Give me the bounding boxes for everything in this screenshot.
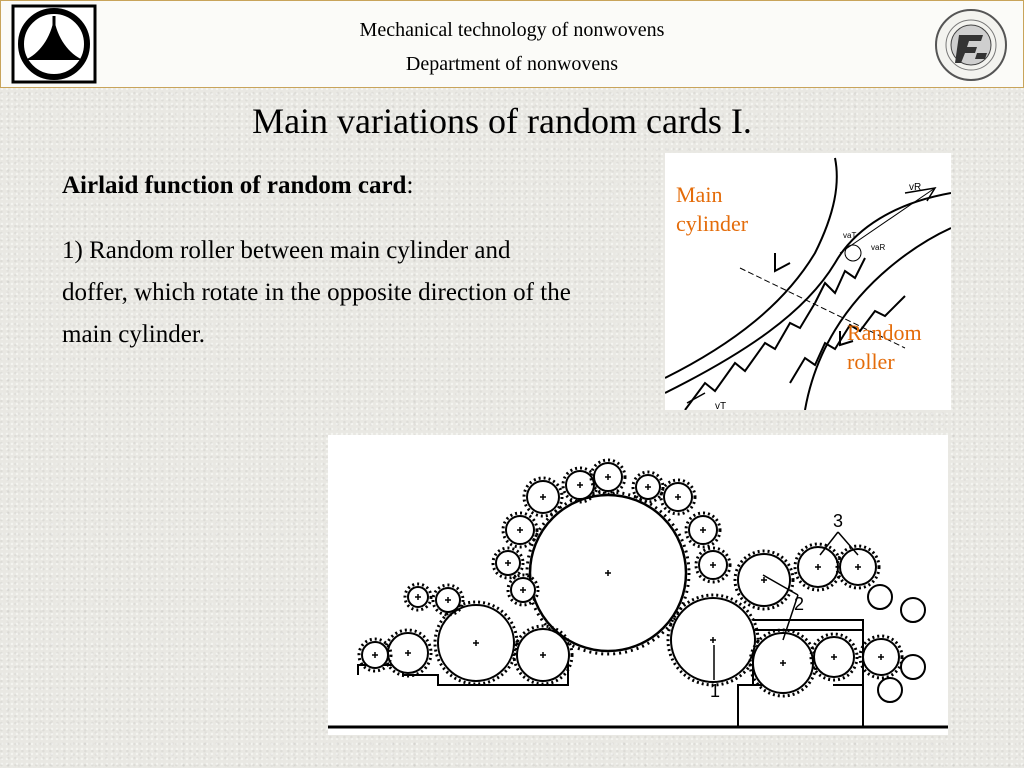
roll-center-mark xyxy=(710,562,716,568)
slide-title: Main variations of random cards I. xyxy=(252,101,752,141)
label-main-line1: Main xyxy=(676,182,723,207)
header-department: Department of nonwovens xyxy=(405,53,619,75)
random-roller-detail-figure: vR vaT vaR vT xyxy=(665,153,951,410)
card-clothing xyxy=(433,600,519,686)
header-course: Mechanical technology of nonwovens xyxy=(359,19,665,41)
card-clothing xyxy=(506,573,540,607)
card-clothing xyxy=(525,490,691,656)
roll-center-mark xyxy=(577,482,583,488)
subheading-bold: Airlaid function of random card xyxy=(62,172,407,199)
label-main-cylinder: Main cylinder xyxy=(676,180,748,238)
roll-center-mark xyxy=(815,564,821,570)
roll-center-mark xyxy=(700,527,706,533)
card-clothing xyxy=(522,476,564,518)
card-clothing xyxy=(431,583,465,617)
roll-center-mark xyxy=(505,560,511,566)
roll-center-mark xyxy=(473,640,479,646)
university-logo-icon xyxy=(11,4,97,84)
card-clothing xyxy=(501,511,539,549)
card-clothing xyxy=(357,637,393,673)
roll-center-mark xyxy=(540,494,546,500)
roll-center-mark xyxy=(855,564,861,570)
body-text: 1) Random roller between main cylinder a… xyxy=(62,237,571,348)
label-main-line2: cylinder xyxy=(676,211,749,236)
roll-center-mark xyxy=(517,527,523,533)
card-clothing xyxy=(733,549,795,611)
roll-center-mark xyxy=(761,577,767,583)
subheading: Airlaid function of random card: xyxy=(62,172,413,200)
card-roll xyxy=(900,654,926,680)
vector-label-vat: vaT xyxy=(843,231,856,240)
card-clothing xyxy=(512,624,574,686)
label-1: 1 xyxy=(710,681,720,701)
random-card-machine-figure: 1 2 3 xyxy=(328,435,948,735)
roll-center-mark xyxy=(405,650,411,656)
roll-center-mark xyxy=(780,660,786,666)
roll-center-mark xyxy=(445,597,451,603)
roll-center-mark xyxy=(710,637,716,643)
card-clothing xyxy=(659,478,697,516)
roll-center-mark xyxy=(831,654,837,660)
label-random-roller: Random roller xyxy=(847,318,922,376)
card-clothing xyxy=(403,582,433,612)
label-3: 3 xyxy=(833,511,843,531)
roll-center-mark xyxy=(372,652,378,658)
subheading-suffix: : xyxy=(406,172,414,199)
card-roll xyxy=(877,677,903,703)
roll-center-mark xyxy=(645,484,651,490)
card-clothing xyxy=(694,546,732,584)
card-clothing xyxy=(858,634,904,680)
card-clothing xyxy=(666,593,760,687)
faculty-seal-icon xyxy=(935,9,1007,81)
roll-center-mark xyxy=(540,652,546,658)
label-random-line2: roller xyxy=(847,349,895,374)
card-clothing xyxy=(589,458,627,496)
roll-center-mark xyxy=(605,570,611,576)
roll-center-mark xyxy=(605,474,611,480)
card-roll xyxy=(867,584,893,610)
roll-center-mark xyxy=(520,587,526,593)
vector-label-vr: vR xyxy=(909,182,921,193)
card-roll xyxy=(900,597,926,623)
header-banner: Mechanical technology of nonwovens Depar… xyxy=(0,0,1024,88)
card-clothing xyxy=(631,470,665,504)
card-clothing xyxy=(835,544,881,590)
card-clothing xyxy=(491,546,525,580)
roll-center-mark xyxy=(878,654,884,660)
card-clothing xyxy=(684,511,722,549)
label-random-line1: Random xyxy=(847,320,922,345)
roll-center-mark xyxy=(675,494,681,500)
card-clothing xyxy=(809,632,859,682)
label-2: 2 xyxy=(794,594,804,614)
vector-label-var: vaR xyxy=(871,243,885,252)
roll-center-mark xyxy=(415,594,421,600)
vector-label-vt: vT xyxy=(715,401,726,410)
